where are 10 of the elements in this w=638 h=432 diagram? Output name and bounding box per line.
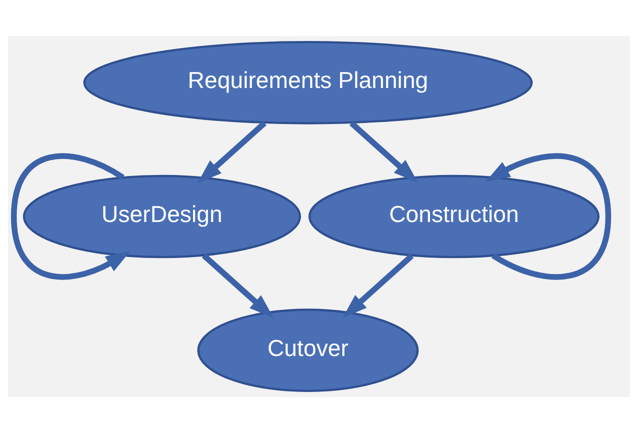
node-ellipse: Construction <box>308 174 600 258</box>
node-ellipse: Requirements Planning <box>83 40 533 124</box>
node-ellipse: UserDesign <box>22 174 301 258</box>
arrow <box>342 253 414 318</box>
arrow <box>10 152 130 280</box>
arrow <box>349 120 418 182</box>
arrow <box>485 152 612 280</box>
arrow <box>202 252 274 318</box>
arrow <box>197 120 266 183</box>
node-ellipse: Cutover <box>197 308 419 392</box>
